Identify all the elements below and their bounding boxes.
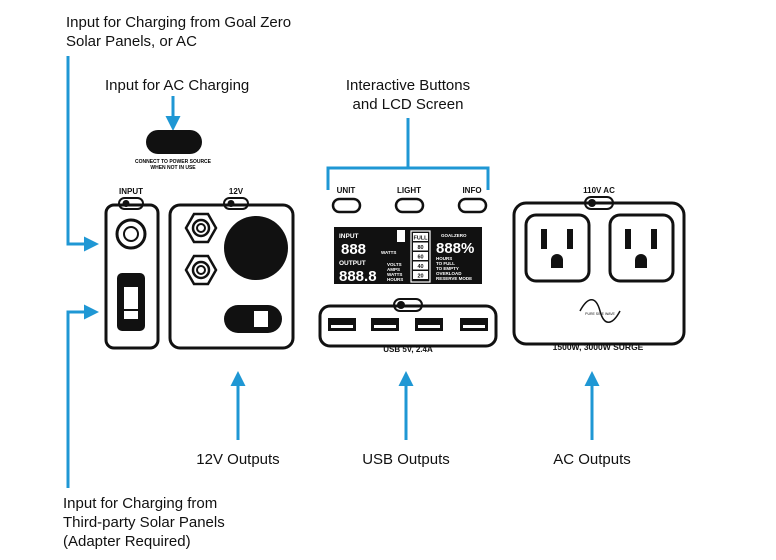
callout-12v-outputs: 12V Outputs [196,451,280,468]
pure-sine-label: PURE SINE WAVE [585,312,615,316]
callout-solar-ac-input-line1: Input for Charging from Goal Zero [66,14,292,31]
light-button-label: LIGHT [397,186,421,195]
input-module: INPUT [104,187,160,350]
lcd-battery-20: 20 [417,274,423,280]
usb-module: USB 5V, 2.4A [318,298,498,354]
arrow-third-party-input [66,304,99,488]
lcd-battery-60: 60 [417,255,423,261]
lcd-percent-value: 888% [436,240,474,257]
lcd-status-to-empty: TO EMPTY [436,266,459,271]
lcd-input-label: INPUT [339,233,359,240]
callout-ac-outputs: AC Outputs [553,451,631,468]
callout-third-party-line3: (Adapter Required) [63,533,191,550]
lcd-unit-amps: AMPS [387,267,400,272]
input-module-label: INPUT [119,187,143,196]
lcd-unit-hours: HOURS [387,277,403,282]
lcd-unit-watts: WATTS [387,272,402,277]
sine-wave-icon [579,299,621,323]
callout-ac-charging: Input for AC Charging [105,77,250,94]
twelve-v-label: 12V [229,187,244,196]
control-buttons: UNIT LIGHT INFO [331,186,488,214]
info-button[interactable] [457,197,488,214]
callout-interactive: Interactive Buttons and LCD Screen [330,76,486,114]
lcd-status-to-full: TO FULL [436,261,455,266]
surge-label: 1500W, 3000W SURGE [553,342,644,352]
twelve-v-module: 12V [168,187,295,350]
car-port [224,216,288,280]
unit-button[interactable] [331,197,362,214]
usb-spec-label: USB 5V, 2.4A [383,345,433,354]
lcd-status-overload: OVERLOAD [436,271,462,276]
lcd-plug-icon [397,230,405,242]
usb-port-4 [460,318,488,331]
callout-interactive-line1: Interactive Buttons [345,77,471,94]
info-button-label: INFO [462,186,481,195]
arrow-solar-ac-input [66,56,99,252]
lcd-status-reserve: RESERVE MODE [436,276,472,281]
callout-solar-ac-input-line2: Solar Panels, or AC [66,33,197,50]
unit-button-label: UNIT [337,186,356,195]
lcd-input-value: 888 [341,241,366,258]
ac-module: 110V AC PURE SINE WAVE 1500W, 3000W SURG… [512,186,686,352]
power-source-note-line1: CONNECT TO POWER SOURCE [135,159,212,165]
ac-outlet-2 [608,213,675,283]
usb-port-2 [371,318,399,331]
callout-third-party-line2: Third-party Solar Panels [63,514,225,531]
ac-outlet-1 [524,213,591,283]
lcd-screen: INPUT 888 WATTS OUTPUT 888.8 VOLTS AMPS … [334,227,482,285]
callout-usb-outputs: USB Outputs [362,451,450,468]
light-button[interactable] [394,197,425,214]
ac-charging-port: CONNECT TO POWER SOURCE WHEN NOT IN USE [135,130,212,171]
callout-interactive-line2: and LCD Screen [352,96,464,113]
usb-port-1 [328,318,356,331]
lcd-input-watts: WATTS [381,250,396,255]
lcd-battery-80: 80 [417,245,423,251]
lcd-output-value: 888.8 [339,268,377,285]
lcd-battery-gauge: FULL 80 60 40 20 [410,230,431,283]
twelve-v-output-port [224,305,282,333]
lcd-unit-volts: VOLTS [387,262,402,267]
lcd-output-label: OUTPUT [339,260,366,267]
callout-solar-ac-input: Input for Charging from Goal Zero Solar … [66,13,291,51]
lcd-battery-40: 40 [417,264,423,270]
lcd-battery-full: FULL [413,236,428,242]
usb-port-3 [415,318,443,331]
ac-module-label: 110V AC [583,186,615,195]
goal-zero-input-port [115,218,147,250]
power-pole-port-2 [184,254,218,286]
callout-arrows [66,56,600,488]
callout-third-party-input: Input for Charging from Third-party Sola… [63,494,225,551]
callout-third-party-line1: Input for Charging from [63,495,218,512]
power-pole-port-1 [184,212,218,244]
lcd-status-hours: HOURS [436,256,452,261]
lcd-brand: GOALZERO [441,233,467,238]
power-source-note-line2: WHEN NOT IN USE [150,165,196,171]
